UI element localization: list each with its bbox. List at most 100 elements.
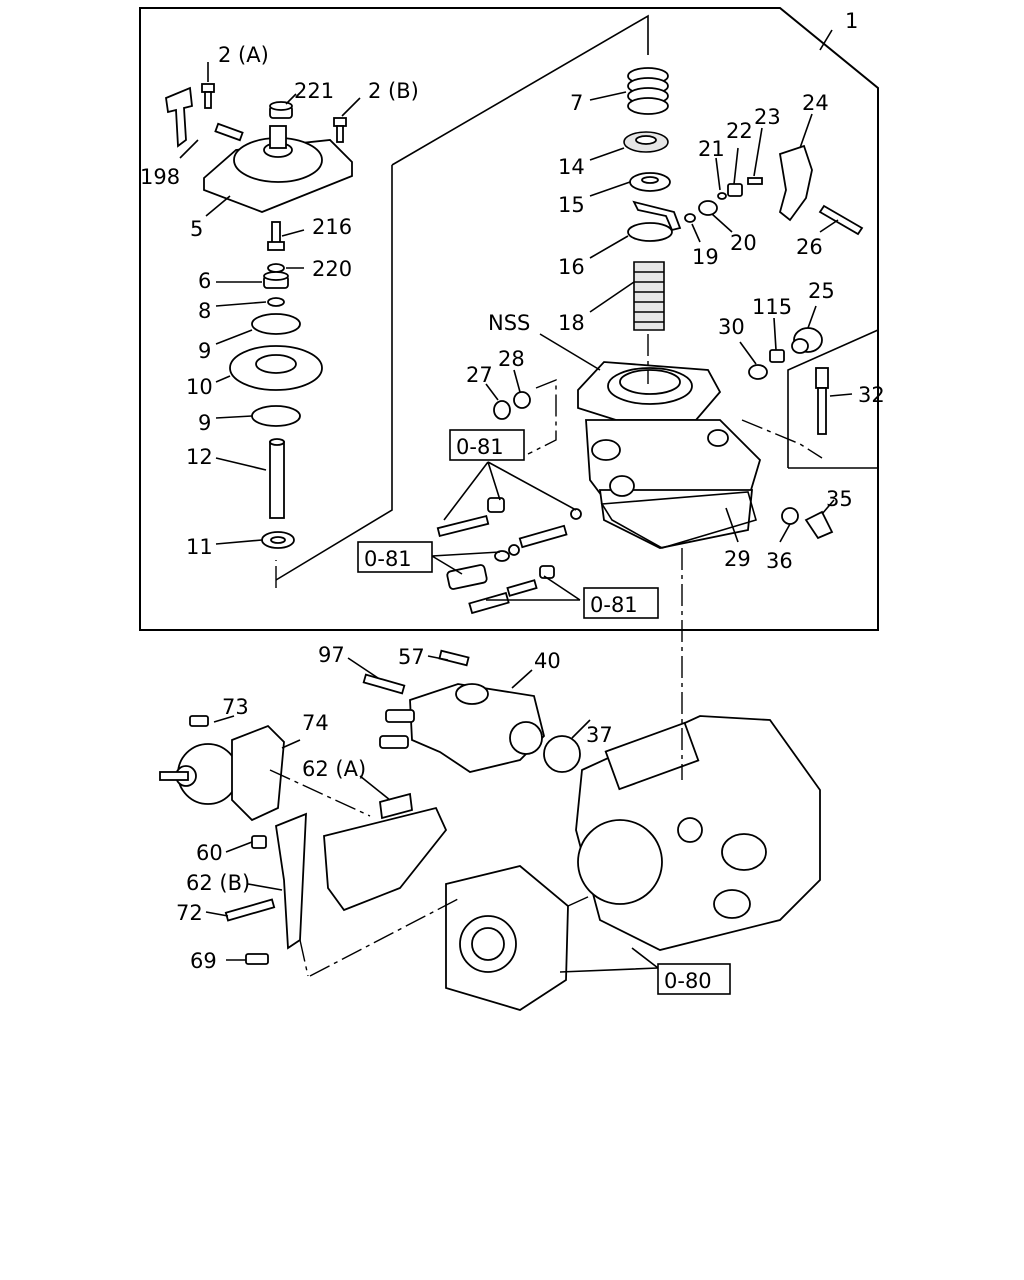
callout-nss: NSS [488,311,530,335]
pin-26 [818,204,864,236]
callout-15: 15 [558,193,585,217]
callout-36: 36 [766,549,793,573]
callout-5: 5 [190,217,203,241]
callout-60: 60 [196,841,223,865]
callout-62b: 62 (B) [186,871,250,895]
callout-26: 26 [796,235,823,259]
plate-9-upper [251,313,301,335]
callout-72: 72 [176,901,203,925]
callout-22: 22 [726,119,753,143]
spring-7 [627,67,669,115]
ring-19 [684,213,696,223]
svg-text:0-81: 0-81 [590,593,638,617]
adapter-block [445,865,569,1011]
pump-body [575,715,821,951]
nut-221 [269,101,293,119]
fittings-081 [436,497,582,615]
spring-62a [379,792,413,820]
plate-9-lower [251,405,301,427]
callout-28: 28 [498,347,525,371]
seal-11 [261,531,295,549]
ref-box-081-b: 0-81 [357,541,433,573]
bearing-15 [629,172,671,192]
bolt-57 [438,649,470,667]
callout-2b: 2 (B) [368,79,419,103]
assembly-frame [139,7,879,631]
bracket-74 [231,724,285,822]
callout-21: 21 [698,137,725,161]
screw-216 [267,221,285,251]
plate-62a [323,806,448,912]
callout-57: 57 [398,645,425,669]
gear-14 [623,131,669,153]
callout-11: 11 [186,535,213,559]
plate-16 [627,222,673,242]
bracket-198 [165,86,193,148]
callout-24: 24 [802,91,829,115]
callout-14: 14 [558,155,585,179]
bolt-69 [245,953,269,965]
callout-2a: 2 (A) [218,43,269,67]
callout-74: 74 [302,711,329,735]
bush-27 [493,400,511,420]
screw-35 [804,510,834,540]
nut-6 [263,271,289,289]
cover-5 [203,122,353,213]
callout-7: 7 [570,91,583,115]
callout-12: 12 [186,445,213,469]
actuator-40 [379,683,545,773]
spring-115 [769,349,785,363]
callout-6: 6 [198,269,211,293]
callout-23: 23 [754,105,781,129]
leader-lines [179,29,853,973]
callout-29: 29 [724,547,751,571]
callout-10: 10 [186,375,213,399]
callout-115: 115 [752,295,792,319]
bolt-60 [251,835,267,849]
callout-37: 37 [586,723,613,747]
callout-16: 16 [558,255,585,279]
callout-30: 30 [718,315,745,339]
oring-37 [543,735,581,773]
lever-62b [275,812,307,950]
bolt-2a [201,83,215,109]
callout-20: 20 [730,231,757,255]
callout-19: 19 [692,245,719,269]
gasket-29 [600,491,757,549]
washer-30 [748,364,768,380]
callout-220: 220 [312,257,352,281]
vacuum-unit-73 [159,743,239,805]
callout-73: 73 [222,695,249,719]
callout-69: 69 [190,949,217,973]
callout-25: 25 [808,279,835,303]
bolt-73 [189,715,209,727]
spring-22 [727,183,743,197]
callout-62a: 62 (A) [302,757,366,781]
callout-97: 97 [318,643,345,667]
callout-216: 216 [312,215,352,239]
callout-32: 32 [858,383,885,407]
ref-box-081-c: 0-81 [583,587,659,619]
callout-8: 8 [198,299,211,323]
svg-text:0-81: 0-81 [456,435,504,459]
dashed-alignment-lines [269,334,823,977]
bush-28 [513,391,531,409]
callout-221: 221 [294,79,334,103]
pin-23 [747,177,763,185]
bolt-32 [815,367,829,435]
ref-box-080: 0-80 [657,963,731,995]
washer-36 [781,507,799,525]
callout-27: 27 [466,363,493,387]
callout-198: 198 [140,165,180,189]
callout-18: 18 [558,311,585,335]
shaft-12 [269,438,285,519]
bolt-2b [333,117,347,143]
ref-box-081-a: 0-81 [449,429,525,461]
cap-25 [791,327,823,354]
bolt-72 [224,898,276,922]
svg-text:0-80: 0-80 [664,969,712,993]
callout-40: 40 [534,649,561,673]
lever-24 [778,144,813,222]
ring-21 [717,192,727,200]
